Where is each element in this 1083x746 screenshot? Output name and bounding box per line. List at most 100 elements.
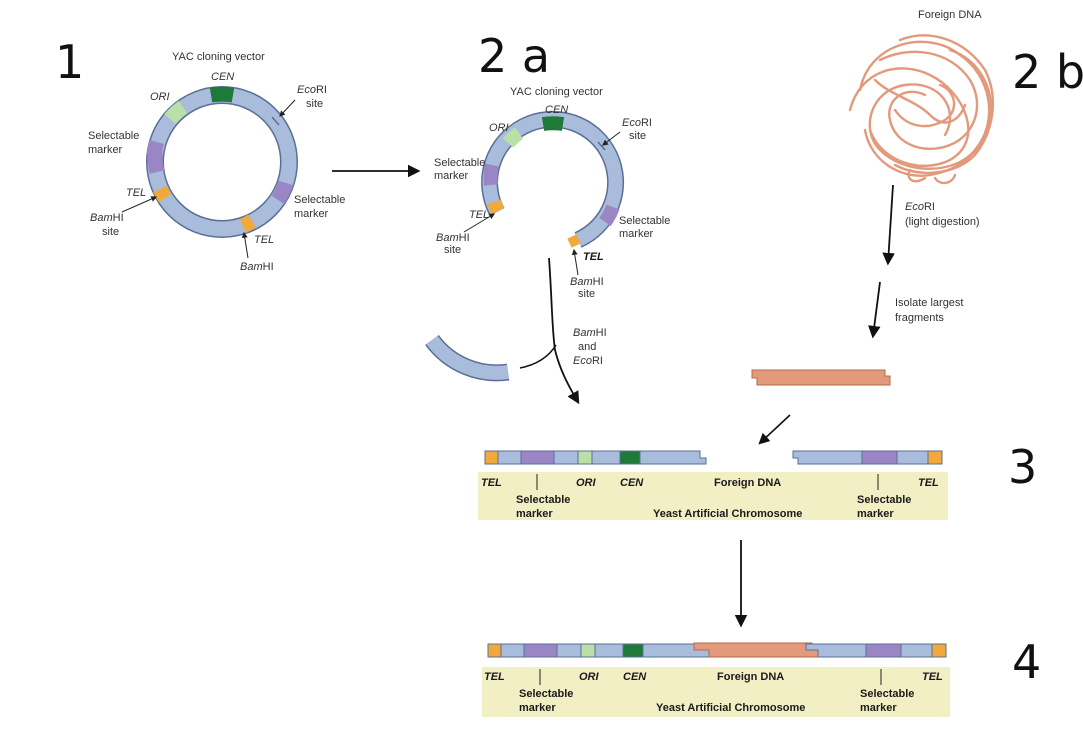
panel2a-bamhi-left-site: site <box>444 244 461 256</box>
panel1-cen-label: CEN <box>211 71 234 83</box>
tangled-dna <box>848 34 995 185</box>
p3-marker-left-seg <box>520 450 555 465</box>
panel2a-title: YAC cloning vector <box>510 86 603 98</box>
p2a-marker-right <box>599 204 620 227</box>
p3-tel-left: TEL <box>481 477 502 489</box>
p3-marker-left-1: Selectable <box>516 494 570 506</box>
arrow-2b-isolate <box>868 281 881 339</box>
panel2a-marker-left-2: marker <box>434 170 469 182</box>
panel1-marker-right-2: marker <box>294 208 329 220</box>
ori-segment <box>164 100 188 124</box>
p3-ori-seg <box>577 450 593 465</box>
panel1-ori-label: ORI <box>150 91 170 103</box>
panel2a-marker-left-1: Selectable <box>434 157 485 169</box>
step-label-2b: 2 b <box>1012 45 1083 99</box>
p3-marker-left-2: marker <box>516 508 553 520</box>
p4-cen: CEN <box>623 671 647 683</box>
panel1-ecori-site: site <box>306 98 323 110</box>
p3-tel-right: TEL <box>918 477 939 489</box>
p4-ori: ORI <box>579 671 600 683</box>
panel1-ecori-pointer <box>279 99 296 117</box>
panel2b-title: Foreign DNA <box>918 9 982 21</box>
panel2b-isolate-2: fragments <box>895 312 944 324</box>
panel2a-cen-label: CEN <box>545 104 568 116</box>
p4-cen-seg <box>622 643 644 658</box>
panel2a-bamhi-left: BamHI <box>436 232 470 244</box>
panel1-tel-right: TEL <box>254 234 274 246</box>
panel1-marker-right-1: Selectable <box>294 194 345 206</box>
panel2a-bamhi-right: BamHI <box>570 276 604 288</box>
p4-ori-seg <box>580 643 596 658</box>
p3-cen-seg <box>619 450 641 465</box>
p3-cen: CEN <box>620 477 644 489</box>
p4-foreign-insert <box>693 642 819 658</box>
panel1-ecori-label: EcoRI <box>297 84 327 96</box>
panel1-bamhi-left-pointer <box>121 196 158 213</box>
marker-segment-right <box>271 180 294 205</box>
panel-3-linear-arms: TEL Selectable marker ORI CEN Foreign DN… <box>478 450 948 520</box>
enzyme-and: and <box>578 341 596 353</box>
arrow-2b-to-3 <box>758 414 791 445</box>
p4-label-bg <box>482 667 950 717</box>
p2a-bamhi-left-pointer <box>463 213 496 233</box>
panel2a-ecori-site: site <box>629 130 646 142</box>
p3-label-bg <box>478 472 948 520</box>
p2a-tel-right <box>567 234 581 248</box>
panel-1-yac-vector: YAC cloning vector CEN ORI EcoRI site Se… <box>88 51 345 273</box>
foreign-fragment <box>751 369 891 386</box>
panel2b-ecori: EcoRI <box>905 201 935 213</box>
panel1-marker-left-1: Selectable <box>88 130 139 142</box>
panel2b-isolate-1: Isolate largest <box>895 297 963 309</box>
p3-tel-right-seg <box>927 450 943 465</box>
p3-yac: Yeast Artificial Chromosome <box>653 508 802 520</box>
p3-marker-right-1: Selectable <box>857 494 911 506</box>
panel2b-digestion: (light digestion) <box>905 216 980 228</box>
arrow-2b-digest <box>882 184 895 266</box>
cut-fragment <box>426 335 509 380</box>
p2a-tel-left <box>487 199 505 215</box>
p4-marker-left-1: Selectable <box>519 688 573 700</box>
panel2a-tel-right: TEL <box>583 251 604 263</box>
p4-marker-right-seg <box>865 643 902 658</box>
p3-marker-right-seg <box>861 450 898 465</box>
p2a-bamhi-right-pointer <box>571 248 579 276</box>
tel-segment-right <box>239 214 257 233</box>
enzyme-bamhi: BamHI <box>573 327 607 339</box>
tel-segment-left <box>153 185 172 203</box>
panel1-tel-left: TEL <box>126 187 146 199</box>
panel-4-assembled-yac: TEL Selectable marker ORI CEN Foreign DN… <box>482 642 950 717</box>
panel1-bamhi-bottom-pointer <box>241 231 249 259</box>
p3-tel-left-seg <box>484 450 499 465</box>
panel-2b-foreign-dna: Foreign DNA EcoRI (light digestion) Isol… <box>751 9 995 445</box>
p4-tel-left: TEL <box>484 671 505 683</box>
panel2a-marker-right-2: marker <box>619 228 654 240</box>
p4-marker-left-2: marker <box>519 702 556 714</box>
panel2a-marker-right-1: Selectable <box>619 215 670 227</box>
marker-segment-left-b <box>147 151 165 174</box>
p4-marker-right-2: marker <box>860 702 897 714</box>
arrow-2a-branch <box>519 344 557 369</box>
p4-tel-right-seg <box>931 643 947 658</box>
step-label-1: 1 <box>55 35 84 89</box>
p4-left-arm <box>487 643 710 658</box>
panel1-bamhi-bottom: BamHI <box>240 261 274 273</box>
arrow-2a-to-3 <box>548 257 580 405</box>
step-label-2a: 2 a <box>478 29 550 83</box>
panel2a-bamhi-right-site: site <box>578 288 595 300</box>
p4-tel-left-seg <box>487 643 502 658</box>
panel2a-tel-left: TEL <box>469 209 489 221</box>
p3-ori: ORI <box>576 477 597 489</box>
enzyme-ecori: EcoRI <box>573 355 603 367</box>
p4-yac: Yeast Artificial Chromosome <box>656 702 805 714</box>
p3-marker-right-2: marker <box>857 508 894 520</box>
panel1-bamhi-left-site: site <box>102 226 119 238</box>
p3-foreign: Foreign DNA <box>714 477 781 489</box>
panel2a-ecori-label: EcoRI <box>622 117 652 129</box>
p2a-ecori-pointer <box>602 131 621 146</box>
p4-tel-right: TEL <box>922 671 943 683</box>
panel-2a-opened-vector: YAC cloning vector CEN ORI EcoRI site Se… <box>425 86 670 405</box>
panel1-marker-left-2: marker <box>88 144 123 156</box>
left-arm <box>484 450 707 465</box>
p2a-ori-segment <box>502 127 524 148</box>
